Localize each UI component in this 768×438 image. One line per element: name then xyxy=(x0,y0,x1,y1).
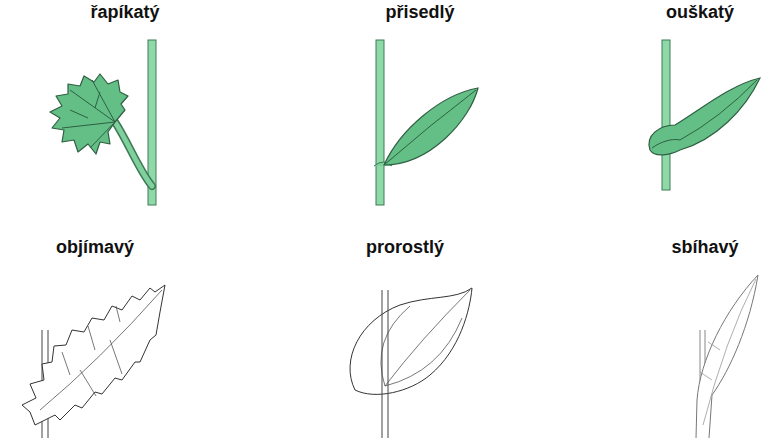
decurrent-leaf xyxy=(696,275,758,438)
auriculate-leaf xyxy=(649,40,760,190)
leaf-type-label: ouškatý xyxy=(666,2,734,23)
leaf-type-label: sbíhavý xyxy=(671,237,738,258)
leaf-type-label: řapíkatý xyxy=(90,2,159,23)
perfoliate-leaf xyxy=(350,288,472,438)
leaf-type-label: objímavý xyxy=(56,237,134,258)
leaf-type-label: přisedlý xyxy=(385,2,454,23)
sessile-leaf xyxy=(374,40,478,205)
amplexicaul-leaf xyxy=(22,285,165,438)
petiolate-leaf xyxy=(50,40,156,205)
leaf-type-label: prorostlý xyxy=(366,237,444,258)
